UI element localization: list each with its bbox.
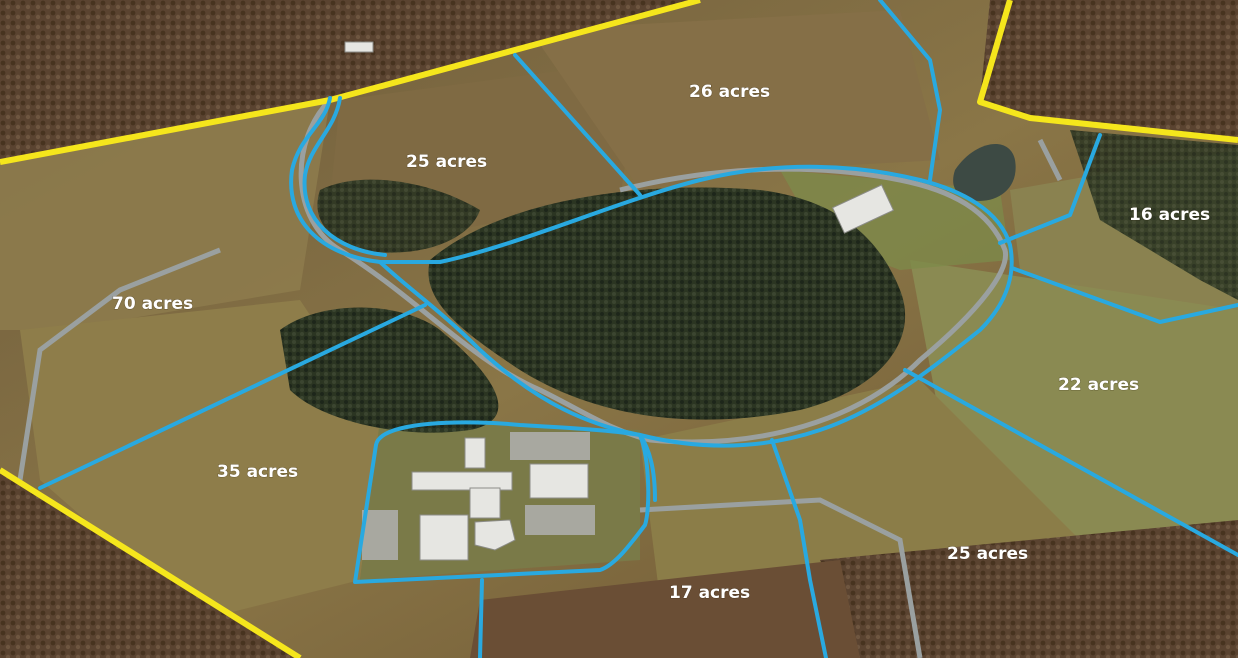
forest-west: [280, 307, 499, 433]
parcel-label-25-acres-south: 25 acres: [947, 544, 1028, 564]
forest-north: [317, 179, 480, 253]
parcel-boundaries: [38, 0, 1238, 658]
parcel-label-26-acres: 26 acres: [689, 82, 770, 102]
parcel-labels: 26 acres 25 acres 16 acres 70 acres 22 a…: [112, 82, 1211, 604]
parcel-label-70-acres: 70 acres: [112, 294, 193, 314]
road-network: [17, 98, 1063, 658]
parcel-label-17-acres: 17 acres: [669, 583, 750, 603]
parcel-label-25-acres-north: 25 acres: [406, 152, 487, 172]
parcel-label-16-acres: 16 acres: [1129, 205, 1210, 225]
central-forest: [428, 187, 906, 420]
parcel-label-35-acres: 35 acres: [217, 462, 298, 482]
parcel-label-22-acres: 22 acres: [1058, 375, 1139, 395]
pond: [953, 143, 1016, 201]
buildings: [344, 41, 895, 561]
parking-lots: [362, 432, 595, 560]
